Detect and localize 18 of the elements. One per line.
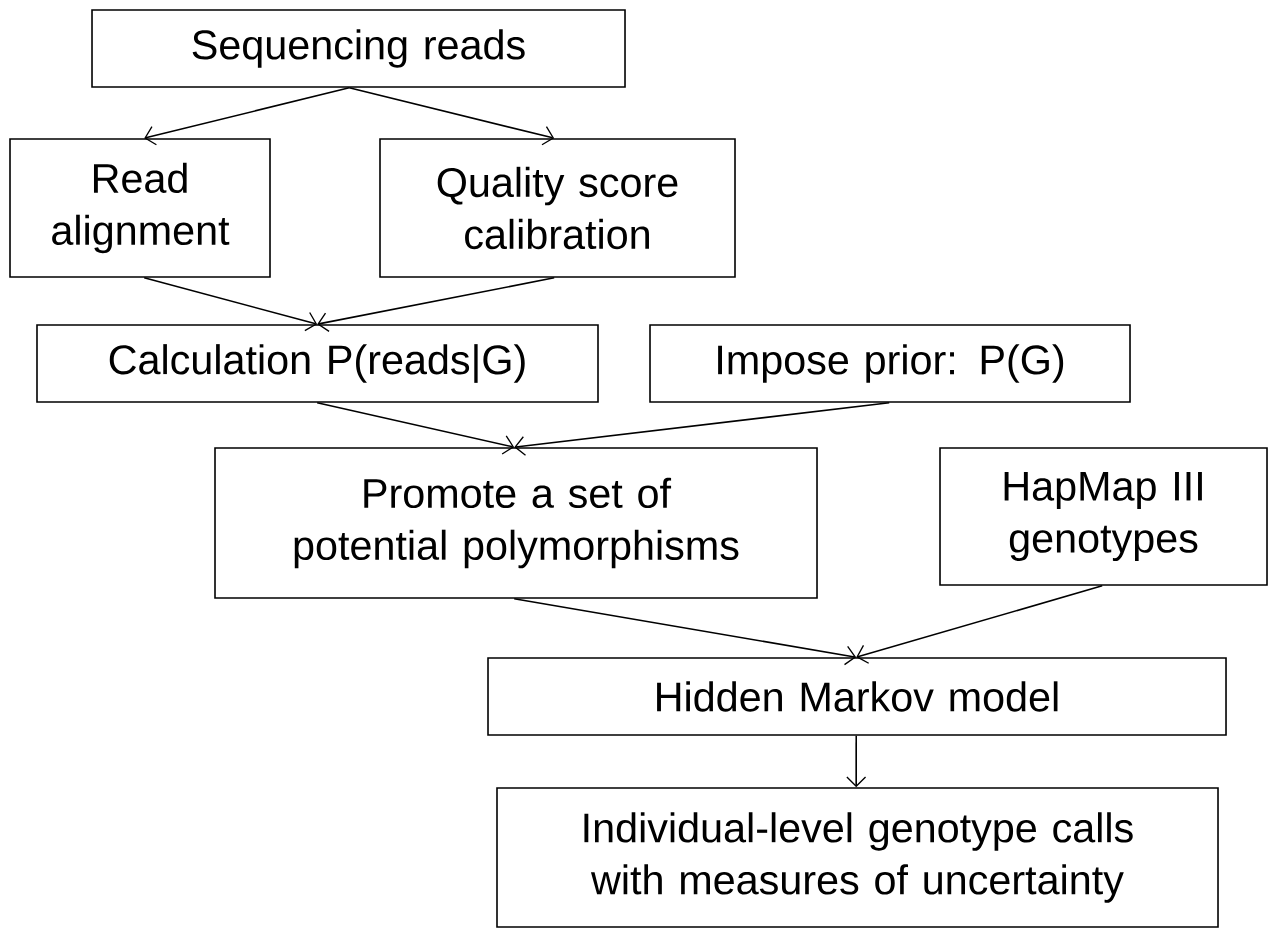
arrow xyxy=(846,735,867,788)
arrow xyxy=(316,402,515,455)
process-box: Calculation P(reads|G) xyxy=(36,324,599,403)
arrow xyxy=(348,87,555,146)
process-box: Hidden Markov model xyxy=(487,657,1227,736)
process-box: HapMap III genotypes xyxy=(939,447,1268,586)
process-box: Read alignment xyxy=(9,138,271,278)
arrow xyxy=(144,87,350,146)
arrow xyxy=(317,277,555,333)
process-box: Sequencing reads xyxy=(91,9,626,88)
process-box: Individual-level genotype calls with measures of uncertainty xyxy=(496,787,1219,928)
arrow xyxy=(513,598,857,666)
process-box: Promote a set of potential polymorphisms xyxy=(214,447,818,599)
process-box: Quality score calibration xyxy=(379,138,736,278)
arrow xyxy=(143,277,318,332)
arrow xyxy=(856,585,1103,664)
process-box: Impose prior: P(G) xyxy=(649,324,1131,403)
arrow xyxy=(514,402,890,456)
